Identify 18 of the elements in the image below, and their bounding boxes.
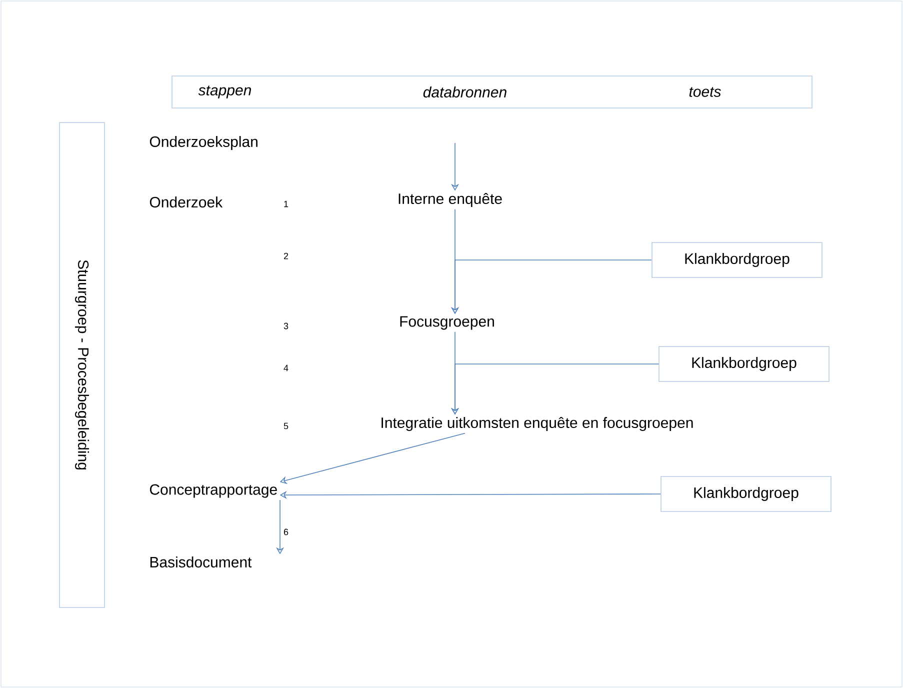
header-box: stappen databronnen toets xyxy=(172,76,812,108)
feedback-box: Klankbordgroep xyxy=(660,476,832,512)
step-number: 1 xyxy=(284,200,288,208)
step-text: Conceptrapportage xyxy=(150,484,277,498)
feedback-box: Klankbordgroep xyxy=(652,242,822,278)
step-text: Onderzoek xyxy=(150,196,223,208)
step-number: 6 xyxy=(284,528,288,536)
step-text: Interne enquête xyxy=(398,192,502,207)
side-box: Stuurgroep - Procesbegeleiding xyxy=(59,122,105,608)
step-number: 5 xyxy=(284,422,288,430)
feedback-box: Klankbordgroep xyxy=(658,346,830,382)
step-text: Onderzoeksplan xyxy=(150,136,258,150)
step-text: Integratie uitkomsten enquête en focusgroepen xyxy=(382,416,693,431)
step-number: 3 xyxy=(284,322,288,330)
step-text: Basisdocument xyxy=(150,556,252,568)
step-number: 4 xyxy=(284,364,288,372)
step-number: 2 xyxy=(284,252,288,260)
step-text: Focusgroepen xyxy=(400,316,494,330)
